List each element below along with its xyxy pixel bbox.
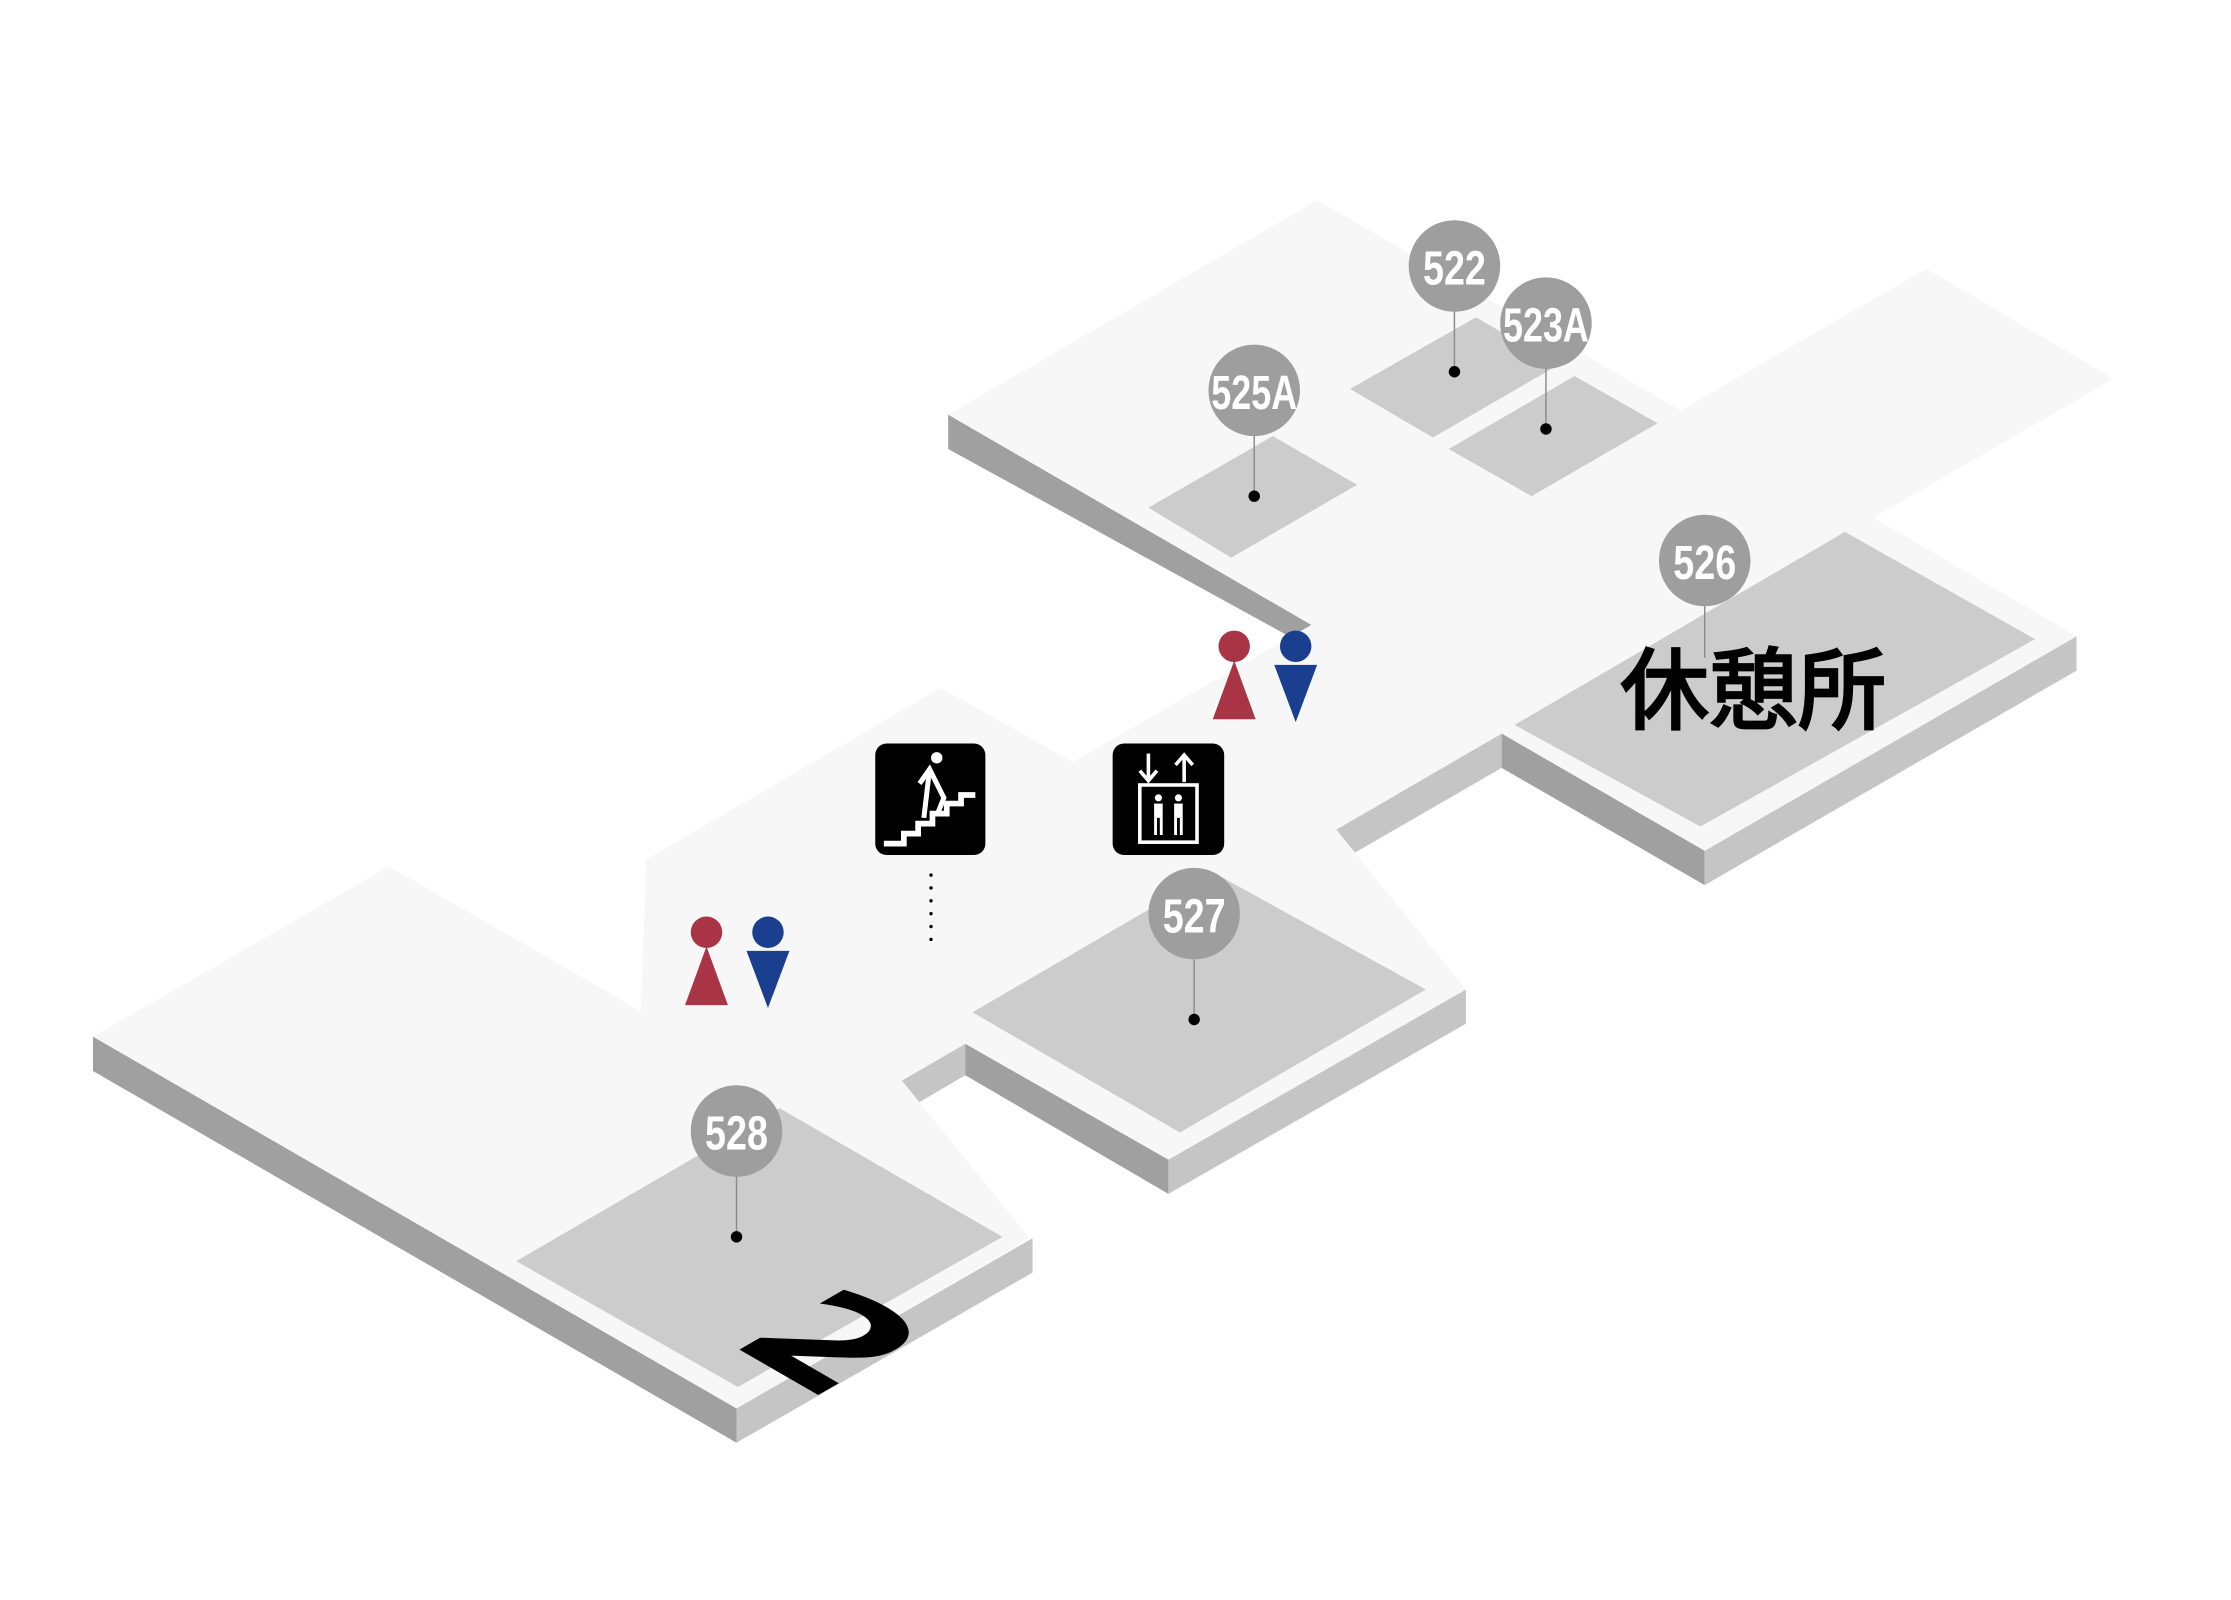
pin-dot — [1188, 1013, 1200, 1026]
floor-walls — [92, 414, 2077, 1443]
room-pin-522[interactable]: 522 — [1408, 220, 1501, 378]
room-523a[interactable] — [1448, 376, 1658, 497]
pin-dot — [1448, 366, 1461, 378]
male-restroom-icon — [746, 916, 790, 1009]
lounge-label: 休憩所 — [1619, 640, 1886, 743]
restroom-lower[interactable] — [685, 916, 790, 1009]
pin-dot — [1248, 490, 1260, 502]
pin-dot — [730, 1231, 743, 1243]
room-number-528: 528 — [705, 1107, 768, 1161]
room-number-522: 522 — [1423, 242, 1486, 296]
stairs-icon[interactable] — [875, 743, 986, 942]
female-restroom-icon — [1212, 630, 1256, 720]
room-number-525a: 525A — [1211, 366, 1297, 420]
room-number-526: 526 — [1673, 536, 1736, 590]
restroom-upper[interactable] — [1212, 630, 1318, 723]
room-number-523a: 523A — [1503, 299, 1589, 353]
room-pin-527[interactable]: 527 — [1148, 867, 1240, 1026]
room-pin-528[interactable]: 528 — [690, 1085, 783, 1243]
female-restroom-icon — [685, 916, 728, 1006]
room-pin-525a[interactable]: 525A — [1208, 344, 1300, 502]
room-527[interactable] — [972, 872, 1426, 1133]
elevator-icon[interactable] — [1112, 743, 1225, 856]
room-pin-523a[interactable]: 523A — [1500, 277, 1592, 435]
room-528[interactable] — [516, 1108, 1003, 1387]
room-number-527: 527 — [1163, 889, 1226, 943]
pin-dot — [1540, 423, 1552, 435]
male-restroom-icon — [1274, 630, 1318, 723]
room-pin-526[interactable]: 526 — [1658, 514, 1751, 658]
dotted-leader — [929, 873, 933, 942]
room-526[interactable] — [1514, 531, 2036, 827]
